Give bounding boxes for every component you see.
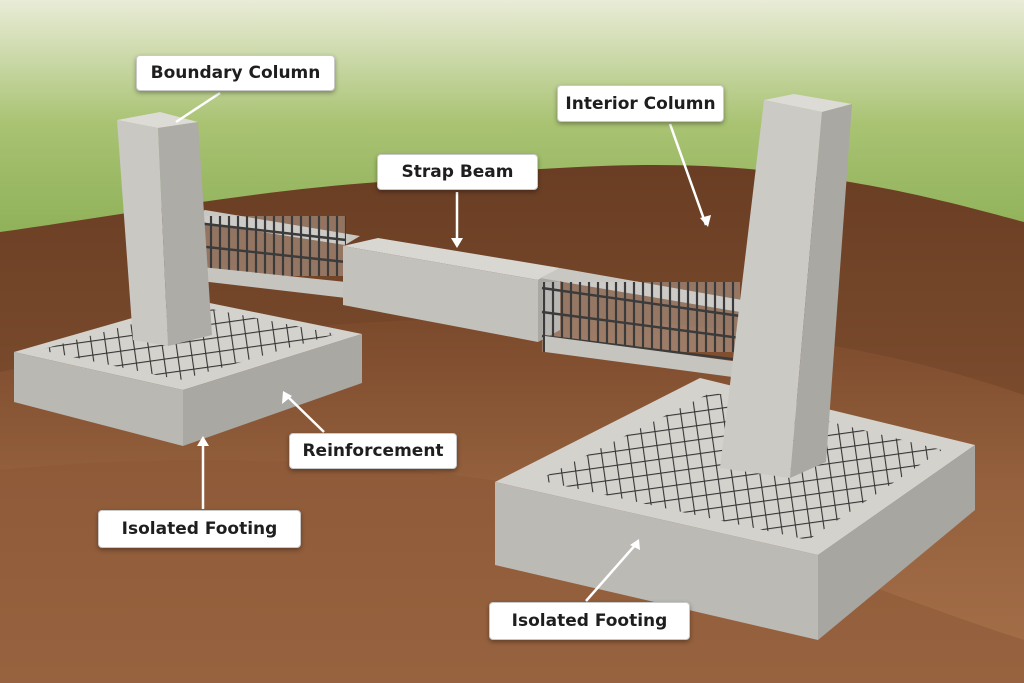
label-reinforcement: Reinforcement <box>289 433 457 469</box>
arrowhead-isolated-footing-right <box>630 539 640 550</box>
boundary-column <box>117 112 212 346</box>
arrowhead-strap-beam <box>451 238 463 248</box>
leader-isolated-footing-right <box>585 542 638 602</box>
label-strap-beam: Strap Beam <box>377 154 538 190</box>
label-interior-column: Interior Column <box>557 85 724 122</box>
label-isolated-footing-left: Isolated Footing <box>98 510 301 548</box>
interior-column <box>720 94 852 478</box>
leader-interior-column <box>668 123 708 226</box>
left-isolated-footing <box>14 300 362 446</box>
arrowhead-interior-column <box>700 215 711 227</box>
leader-lines <box>175 91 708 602</box>
leader-reinforcement <box>284 393 325 433</box>
leader-boundary-column <box>175 91 221 124</box>
label-boundary-column: Boundary Column <box>136 55 335 91</box>
arrowhead-reinforcement <box>282 391 292 404</box>
strap-beam <box>185 210 742 378</box>
label-isolated-footing-right: Isolated Footing <box>489 602 690 640</box>
arrowhead-isolated-footing-left <box>197 436 209 446</box>
leader-arrowheads <box>197 215 711 550</box>
